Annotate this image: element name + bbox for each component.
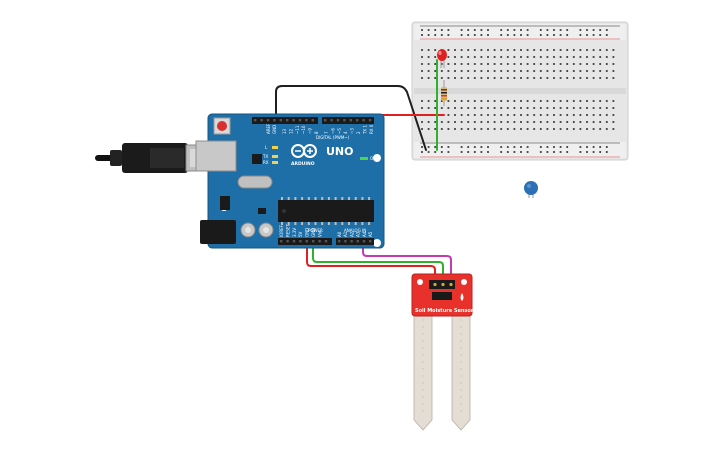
power-pin-label: Vin <box>317 230 322 237</box>
digital-pin-label: TX 1 <box>362 125 367 135</box>
breadboard-holes <box>421 29 615 153</box>
reset-button[interactable] <box>213 117 231 135</box>
digital-pin-label: 8 <box>314 131 319 134</box>
sensor-label: Soil Moisture Sensor <box>415 308 474 314</box>
wire-black[interactable] <box>275 85 427 151</box>
tx-label: TX <box>262 154 268 159</box>
power-header[interactable] <box>278 238 332 245</box>
probe-traces <box>422 319 462 412</box>
digital-header-left[interactable] <box>252 117 318 124</box>
digital-pin-label: RX 0 <box>369 124 374 134</box>
digital-pin-label: ~5 <box>337 128 342 134</box>
brand-label: ARDUINO <box>291 161 315 167</box>
chip-pins <box>281 197 371 225</box>
digital-pin-label: 7 <box>324 131 329 134</box>
analog-pin-label: A0 <box>337 231 342 237</box>
on-label: ON <box>370 156 376 161</box>
arduino-logo-icon <box>291 144 317 158</box>
analog-label: ANALOG IN <box>344 228 366 233</box>
breadboard[interactable] <box>411 21 629 161</box>
analog-pin-label: A4 <box>362 231 367 237</box>
soil-moisture-sensor[interactable]: Soil Moisture Sensor <box>411 273 474 431</box>
digital-pin-label: ~11 <box>295 125 300 134</box>
digital-label: DIGITAL (PWM~) <box>316 135 350 140</box>
power-pin-label: RESET <box>285 224 290 237</box>
piezo-buzzer[interactable] <box>524 181 538 198</box>
digital-pin-label: ~6 <box>330 128 335 134</box>
model-label: UNO <box>326 145 354 158</box>
digital-pin-label: ~10 <box>301 125 306 134</box>
power-pin-label: GND <box>311 228 316 237</box>
power-pin-label: 5V <box>298 231 303 237</box>
power-pin-label: 3.3V <box>292 228 297 237</box>
l-label: L <box>265 145 268 150</box>
resistor[interactable] <box>441 80 447 106</box>
power-label: POWER <box>308 228 323 233</box>
digital-pin-label: 13 <box>282 128 287 134</box>
power-pin-label: IOREF <box>279 224 284 237</box>
digital-pin-label: ~3 <box>350 128 355 134</box>
gnd-label: GND <box>272 125 277 134</box>
led-red[interactable] <box>437 49 447 68</box>
aref-label: AREF <box>266 123 271 134</box>
rx-label: RX <box>263 160 269 165</box>
digital-pin-label: 2 <box>356 131 361 134</box>
analog-pin-label: A3 <box>356 231 361 237</box>
digital-pin-label: 12 <box>288 128 293 134</box>
analog-pin-label: A5 <box>368 231 373 237</box>
header-pins <box>254 119 372 243</box>
digital-pin-label: ~9 <box>308 128 313 134</box>
wire-magenta-signal[interactable] <box>362 242 452 283</box>
droplet-icon <box>460 293 464 301</box>
wire-green-gnd[interactable] <box>312 242 444 283</box>
analog-pin-label: A1 <box>343 231 348 237</box>
analog-pin-label: A2 <box>349 231 354 237</box>
digital-pin-label: 4 <box>343 131 348 134</box>
digital-header-right[interactable] <box>322 117 374 124</box>
analog-header[interactable] <box>336 238 374 245</box>
wire-red-5v[interactable] <box>306 242 436 283</box>
power-pin-label: GND <box>305 228 310 237</box>
